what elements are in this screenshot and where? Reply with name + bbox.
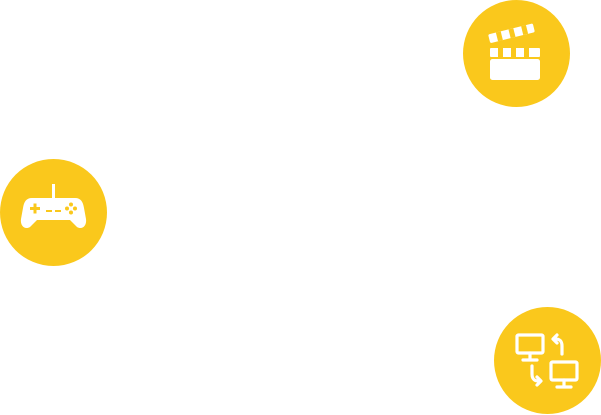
network-transfer-icon xyxy=(515,333,579,389)
clapperboard-icon xyxy=(488,23,540,80)
network-transfer-badge xyxy=(494,307,601,414)
gamepad-icon xyxy=(20,184,87,229)
gamepad-badge xyxy=(0,159,107,266)
clapperboard-badge xyxy=(463,0,570,107)
